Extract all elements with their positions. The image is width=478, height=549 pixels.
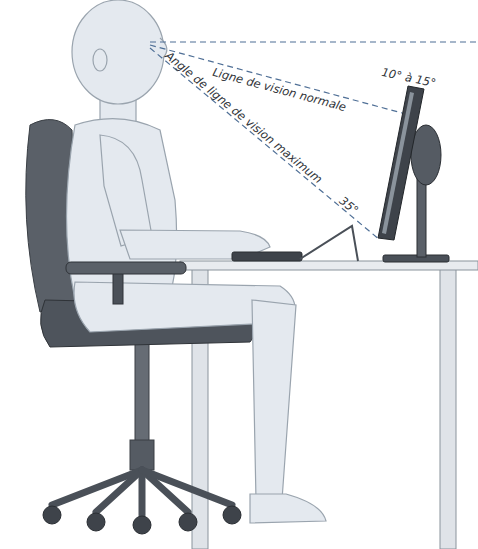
person — [67, 0, 327, 523]
armrest-support — [113, 272, 123, 304]
chair-base — [52, 470, 232, 515]
horizontal-line — [150, 41, 478, 42]
angle-label: Angle de ligne de vision maximum — [163, 49, 325, 186]
chair-leg — [52, 470, 142, 505]
foot — [250, 494, 326, 523]
desk-leg — [440, 268, 456, 549]
keyboard — [232, 252, 302, 261]
chair-cylinder — [130, 440, 154, 470]
angle-label: 10° à 15° — [380, 66, 437, 90]
chair-wheels — [43, 506, 241, 534]
maximum-sight-line — [150, 48, 380, 240]
chair-wheel — [133, 516, 151, 534]
monitor-base — [383, 255, 449, 262]
chair-leg — [96, 470, 142, 512]
head — [72, 0, 164, 104]
upper-arm — [100, 135, 152, 246]
lower-leg — [252, 300, 296, 500]
chair-wheel — [87, 513, 105, 531]
chair-wheel — [179, 513, 197, 531]
armrest — [66, 262, 186, 274]
ear — [93, 49, 107, 71]
document-holder — [300, 226, 358, 261]
chair-wheel — [43, 506, 61, 524]
monitor-screen — [378, 86, 424, 240]
angle-label: 35° — [337, 194, 361, 217]
screen-face — [382, 92, 414, 234]
chair-wheel — [223, 506, 241, 524]
sight-lines — [150, 42, 478, 240]
chair-leg — [142, 470, 232, 505]
